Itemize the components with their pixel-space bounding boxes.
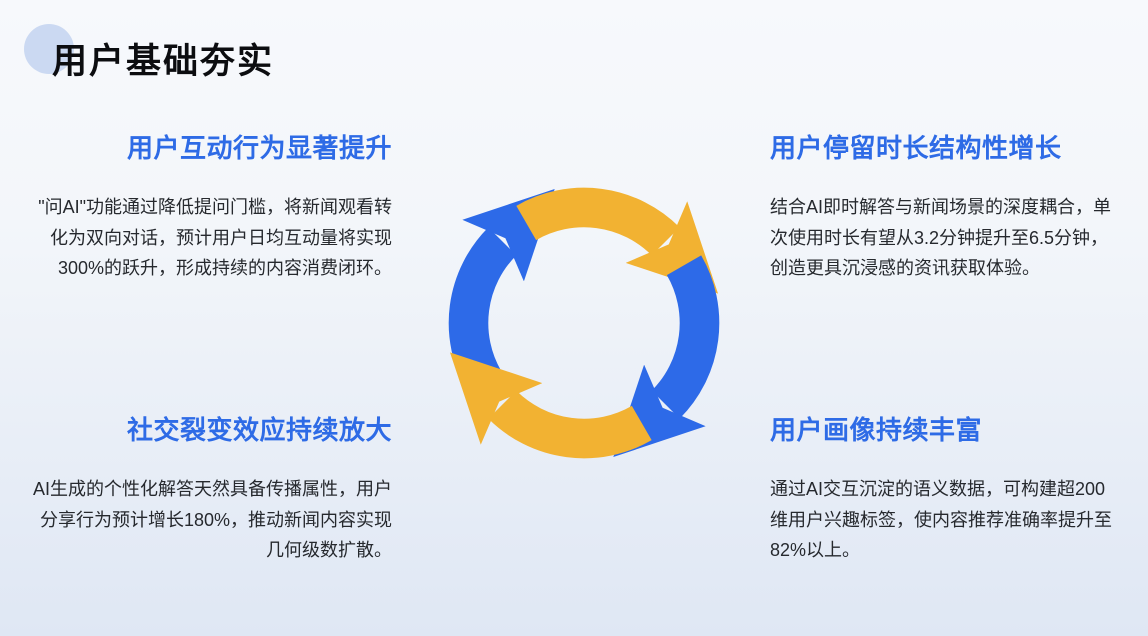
section-user-interaction: 用户互动行为显著提升 "问AI"功能通过降低提问门槛，将新闻观看转化为双向对话，… <box>32 128 392 284</box>
cycle-arrows-diagram <box>448 187 720 459</box>
section-heading-dwell-time: 用户停留时长结构性增长 <box>770 133 1062 163</box>
cycle-arrow-bottom-left-icon <box>449 352 652 459</box>
section-body-user-interaction: "问AI"功能通过降低提问门槛，将新闻观看转化为双向对话，预计用户日均互动量将实… <box>38 197 392 279</box>
cycle-arrow-right-down-icon <box>613 255 720 458</box>
section-social-fission: 社交裂变效应持续放大 AI生成的个性化解答天然具备传播属性，用户分享行为预计增长… <box>32 410 392 566</box>
cycle-arrow-top-right-icon <box>516 187 719 294</box>
title-decoration-circle <box>24 24 74 74</box>
section-user-profile: 用户画像持续丰富 通过AI交互沉淀的语义数据，可构建超200维用户兴趣标签，使内… <box>770 410 1122 566</box>
section-heading-social-fission: 社交裂变效应持续放大 <box>126 415 392 445</box>
section-body-dwell-time: 结合AI即时解答与新闻场景的深度耦合，单次使用时长有望从3.2分钟提升至6.5分… <box>770 197 1112 279</box>
page-title: 用户基础夯实 <box>52 42 275 81</box>
section-dwell-time: 用户停留时长结构性增长 结合AI即时解答与新闻场景的深度耦合，单次使用时长有望从… <box>770 128 1122 284</box>
section-heading-user-interaction: 用户互动行为显著提升 <box>126 133 392 163</box>
section-heading-user-profile: 用户画像持续丰富 <box>770 415 983 445</box>
slide-header: 用户基础夯实 <box>0 0 500 100</box>
cycle-arrow-left-up-icon <box>448 188 555 391</box>
section-body-user-profile: 通过AI交互沉淀的语义数据，可构建超200维用户兴趣标签，使内容推荐准确率提升至… <box>770 479 1112 561</box>
section-body-social-fission: AI生成的个性化解答天然具备传播属性，用户分享行为预计增长180%，推动新闻内容… <box>32 479 392 561</box>
